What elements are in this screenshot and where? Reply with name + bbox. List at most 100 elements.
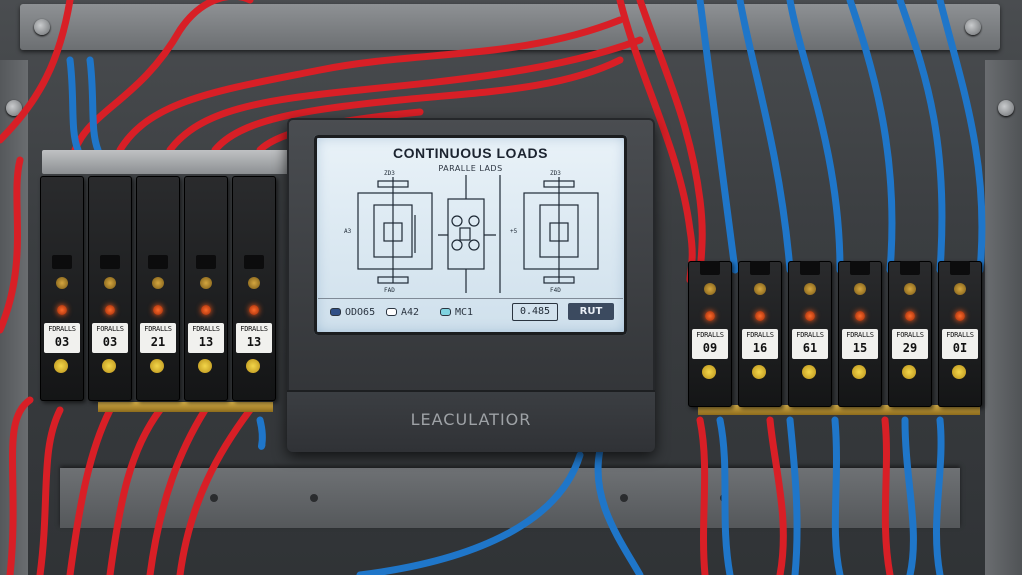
terminal-screw-icon [754,283,766,295]
terminal [900,261,920,275]
red-wire [106,406,164,575]
indicator-led-icon [105,305,115,315]
indicator-led-icon [955,311,965,321]
terminal [100,255,120,269]
circuit-diagram: ZD3 A3 FAD ZD3 +5 F4D [344,170,599,294]
option-a42[interactable]: A42 [386,307,419,318]
trip-indicator-icon [852,365,866,379]
circuit-breaker[interactable]: FDRALLS 21 [136,176,180,401]
red-wire [6,396,34,575]
device-brand: LEACULATIOR [410,410,532,429]
red-wire [166,36,644,154]
trip-indicator-icon [198,359,212,373]
terminal [244,255,264,269]
red-wire [0,0,74,144]
breaker-label-text: FDRALLS [240,325,268,333]
breaker-label-text: FDRALLS [946,331,974,339]
blue-wire [696,0,739,274]
terminal [700,261,720,275]
screw-icon [6,100,22,116]
breaker-number: 15 [852,341,868,355]
blue-wires [66,0,986,575]
terminal-screw-icon [704,283,716,295]
terminal [52,255,72,269]
breaker-label-text: FDRALLS [746,331,774,339]
breaker-label: FDRALLS 21 [140,323,176,353]
blue-wire [831,416,844,575]
trip-indicator-icon [54,359,68,373]
terminal [148,255,168,269]
trip-indicator-icon [702,365,716,379]
screw-icon [965,19,981,35]
breaker-number: 09 [702,341,718,355]
breaker-number: 21 [150,335,166,349]
breaker-label-text: FDRALLS [144,325,172,333]
blue-wire [736,0,794,274]
diagram-label: A3 [344,228,352,235]
middle-component-frame [447,198,485,270]
red-wire [66,406,114,575]
indicator-led-icon [705,311,715,321]
breaker-label: FORALLS 03 [92,323,128,353]
terminal-screw-icon [104,277,116,289]
right-side-rail [985,60,1022,575]
terminal-screw-icon [954,283,966,295]
indicator-led-icon [249,305,259,315]
blue-wire [356,451,584,575]
breaker-label-text: FDRALLS [846,331,874,339]
terminal [750,261,770,275]
terminal-screw-icon [152,277,164,289]
breaker-number: 03 [102,335,118,349]
indicator-led-icon [153,305,163,315]
blue-wire [786,416,801,575]
circuit-breaker[interactable]: FORALLS 03 [88,176,132,401]
terminal-screw-icon [248,277,260,289]
terminal [850,261,870,275]
run-button[interactable]: RUT [568,303,614,320]
red-wire [636,0,706,284]
diagram-label: F4D [550,287,561,294]
terminal-screw-icon [904,283,916,295]
terminal [950,261,970,275]
diagram-label: +5 [510,228,518,235]
circuit-breaker[interactable]: FDRALLS 15 [838,261,882,407]
terminal-screw-icon [804,283,816,295]
blue-wire [256,416,266,450]
option-odo65[interactable]: ODO65 [330,307,375,318]
breaker-label-text: FORALLS [96,325,124,333]
terminal [800,261,820,275]
breaker-label-text: FDRALLS [796,331,824,339]
screen-subtitle: PARALLE LADS [438,164,503,173]
indicator-led-icon [201,305,211,315]
breaker-number: 29 [902,341,918,355]
option-mc1[interactable]: MC1 [440,307,473,318]
blue-wire [786,0,844,274]
red-wire [696,416,709,575]
blue-wire [901,416,917,575]
blue-wire [86,56,102,154]
breaker-label-text: FDRALLS [192,325,220,333]
indicator-led-icon [805,311,815,321]
blue-wire [66,56,82,154]
breaker-label: FDRALLS 15 [842,329,878,359]
terminal-screw-icon [854,283,866,295]
indicator-led-icon [57,305,67,315]
radio-marker-icon [440,308,451,316]
breaker-label-text: FDRALLS [48,325,76,333]
right-component-frame [523,192,599,270]
value-field[interactable]: 0.485 [512,303,558,321]
